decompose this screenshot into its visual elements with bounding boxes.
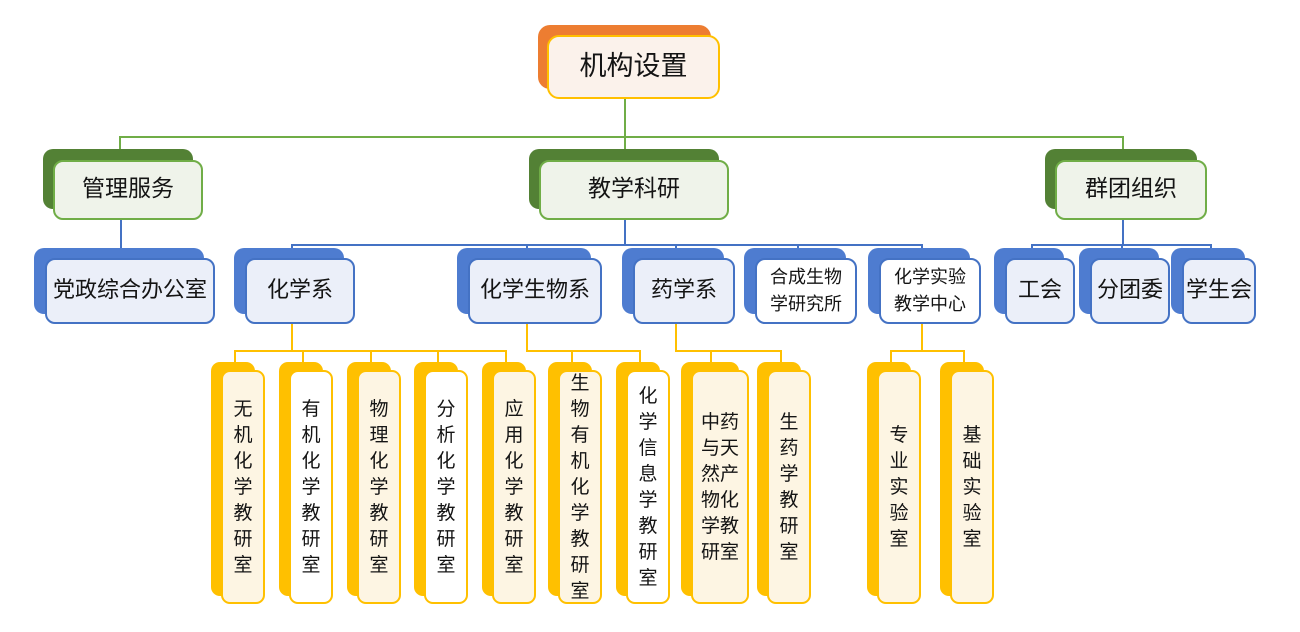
node-chem-experiment-teaching-center: 化学实验教学中心 [879, 258, 981, 324]
connector-zhuanye-drop [890, 350, 892, 376]
node-applied-chem-office: 应用化学教研室 [492, 370, 536, 604]
node-pharmacognosy-office: 生药学教研室 [767, 370, 811, 604]
connector-pharm-stem [675, 324, 677, 352]
connector-wuji-drop [234, 350, 236, 376]
connector-youji-drop [302, 350, 304, 376]
connector-expcenter-rail [890, 350, 965, 352]
node-teaching-research: 教学科研 [539, 160, 729, 220]
node-bioorganic-chem-office: 生物有机化学教研室 [558, 370, 602, 604]
connector-teach-rail [291, 244, 923, 246]
connector-chembio-rail [526, 350, 641, 352]
node-party-admin-office: 党政综合办公室 [45, 258, 215, 324]
node-inorganic-chem-office: 无机化学教研室 [221, 370, 265, 604]
connector-mgmt-child [120, 220, 122, 262]
connector-pharm-rail [675, 350, 782, 352]
node-synthetic-biology-institute: 合成生物学研究所 [755, 258, 857, 324]
node-professional-lab: 专业实验室 [877, 370, 921, 604]
connector-fenxi-drop [437, 350, 439, 376]
connector-teach-stem [624, 220, 626, 246]
connector-huaxuexinxi-drop [639, 350, 641, 376]
node-chem-informatics-office: 化学信息学教研室 [626, 370, 670, 604]
node-youth-league: 分团委 [1090, 258, 1170, 324]
connector-league-stem [1122, 220, 1124, 246]
connector-mgmt-drop [119, 136, 121, 162]
connector-root-drop [624, 99, 626, 138]
connector-wuli-drop [370, 350, 372, 376]
node-basic-lab: 基础实验室 [950, 370, 994, 604]
node-physical-chem-office: 物理化学教研室 [357, 370, 401, 604]
connector-teach-drop [624, 136, 626, 162]
node-organic-chem-office: 有机化学教研室 [289, 370, 333, 604]
connector-chembio-stem [526, 324, 528, 352]
connector-zhongyao-drop [710, 350, 712, 376]
node-student-union: 学生会 [1182, 258, 1256, 324]
node-chemistry-dept: 化学系 [245, 258, 355, 324]
connector-jichu-drop [963, 350, 965, 376]
connector-shengyao-drop [780, 350, 782, 376]
connector-expcenter-stem [921, 324, 923, 352]
node-chemical-biology-dept: 化学生物系 [468, 258, 602, 324]
node-management-services: 管理服务 [53, 160, 203, 220]
connector-yingyong-drop [505, 350, 507, 376]
node-mass-organizations: 群团组织 [1055, 160, 1207, 220]
connector-league-drop [1122, 136, 1124, 162]
node-root-title: 机构设置 [547, 35, 720, 99]
connector-chem-stem [291, 324, 293, 352]
node-analytical-chem-office: 分析化学教研室 [424, 370, 468, 604]
node-tcm-natural-products-office: 中药与天然产物化学教研室 [691, 370, 749, 604]
node-pharmacy-dept: 药学系 [633, 258, 735, 324]
node-labor-union: 工会 [1005, 258, 1075, 324]
connector-l2-rail [119, 136, 1124, 138]
connector-shengwuyouji-drop [571, 350, 573, 376]
